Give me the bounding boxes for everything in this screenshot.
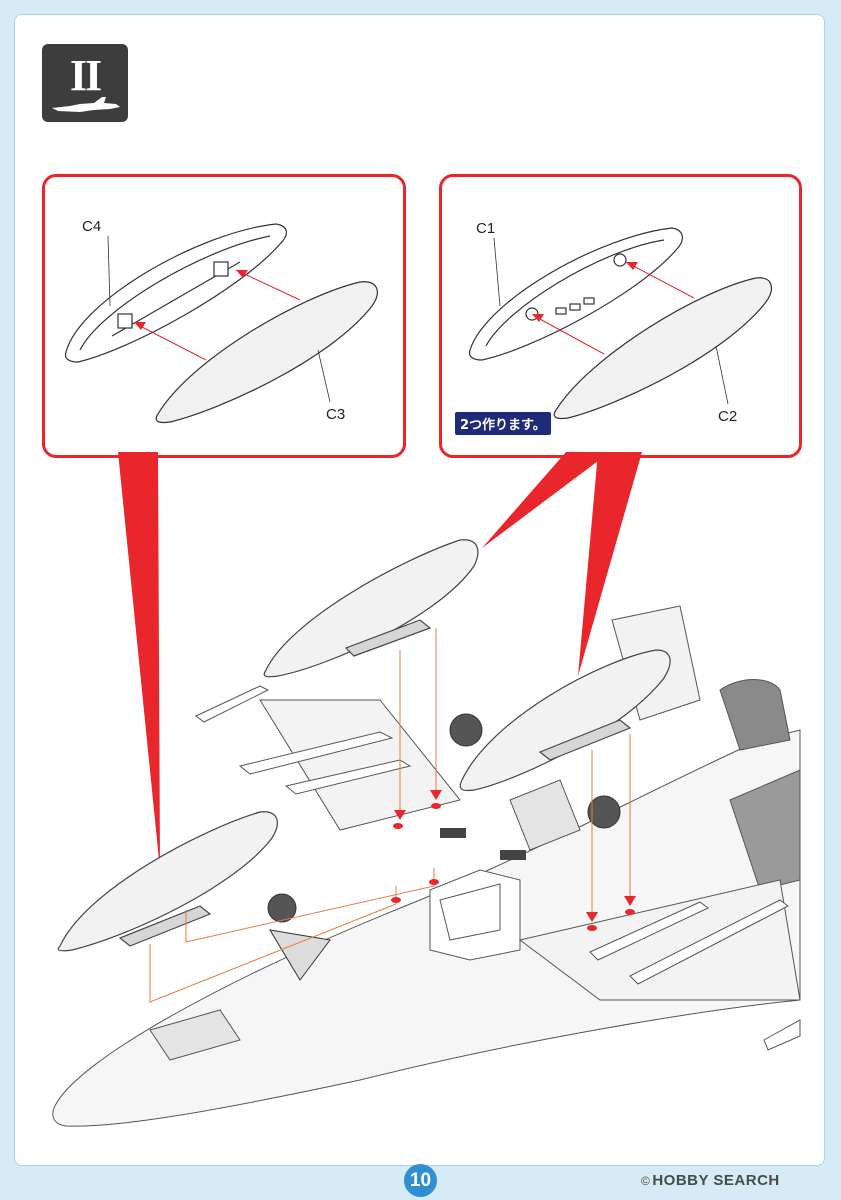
watermark-text: HOBBY SEARCH [652, 1172, 780, 1189]
make-two-note: 2つ作ります。 [455, 412, 551, 435]
missiles-left [195, 685, 412, 795]
page-number: 10 [404, 1164, 437, 1197]
label-c3: C3 [326, 406, 346, 423]
missiles-right [589, 899, 801, 1051]
callout-wedge-left [118, 452, 160, 870]
guide-lines-left [134, 269, 301, 361]
part-c3 [155, 281, 378, 424]
attach-guides [149, 628, 631, 1003]
copyright-icon: © [641, 1174, 651, 1188]
cockpit-detail [149, 779, 581, 1061]
guide-lines-right [532, 261, 695, 355]
aircraft-fuselage [52, 729, 801, 1127]
pod-upper-right [459, 649, 671, 792]
part-c2 [553, 277, 773, 420]
pod-lower-left [57, 811, 278, 952]
landing-gear [267, 713, 621, 981]
part-c1 [468, 227, 683, 361]
pod-upper-left [263, 539, 479, 678]
attach-markers [391, 790, 636, 931]
vent-grilles [440, 828, 526, 860]
callout-wedge-right-b [578, 452, 642, 676]
label-c1: C1 [476, 220, 496, 237]
step-number: II [69, 51, 102, 100]
label-c4: C4 [82, 218, 102, 235]
step-badge: II [42, 44, 128, 122]
callout-wedge-right-a [482, 452, 610, 548]
jet-silhouette-icon [52, 97, 120, 112]
aircraft-wing-left [259, 699, 461, 831]
aircraft-wing-right [518, 879, 801, 1001]
part-c4 [64, 223, 287, 363]
watermark: ©HOBBY SEARCH [641, 1172, 780, 1189]
label-c2: C2 [718, 408, 738, 425]
